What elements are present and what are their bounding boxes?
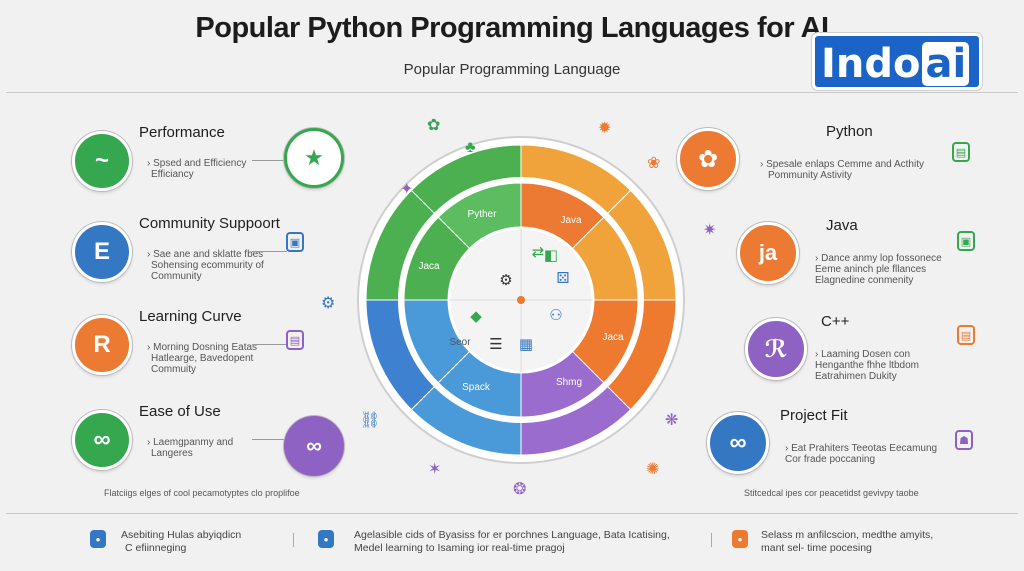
feature-description: Efficiancy — [151, 169, 194, 180]
feature-icon: R — [72, 315, 132, 375]
footer-text: Medel learning to Isaming ior real-time … — [354, 542, 565, 554]
atom-icon: ❋ — [665, 412, 679, 429]
right-foot-note: Stitcedcal ipes cor peacetidst gevivpy t… — [744, 488, 919, 498]
footer-divider — [6, 513, 1018, 514]
feature-description: › Morning Dosning Eatas — [147, 342, 258, 353]
sparkle-icon: ✦ — [400, 181, 414, 198]
footer-text: Asebiting Hulas abyiqdicn — [121, 529, 242, 541]
swap-icon: ⇄ — [532, 244, 545, 261]
feature-description: Community — [151, 271, 202, 282]
hub-label: Seor — [449, 337, 471, 348]
segment-label: Jaca — [602, 332, 624, 343]
feature-description: › Sae ane and sklatte fbes — [147, 249, 264, 260]
feature-description: Eatrahimen Dukity — [815, 371, 897, 382]
page-title: Popular Python Programming Languages for… — [195, 12, 829, 44]
feature-icon: E — [72, 222, 132, 282]
spark-icon: ✺ — [646, 461, 660, 478]
segment-label: Shmg — [556, 377, 582, 388]
feature-title: Project Fit — [780, 407, 848, 424]
chip-icon: ☗ — [955, 430, 973, 450]
segment-label: Java — [560, 215, 582, 226]
footer-text: Selass m anfilcscion, medthe amyits, — [761, 529, 934, 541]
footer-separator — [711, 533, 712, 547]
footer-text: C efiinneging — [125, 542, 187, 554]
footer-icon: ● — [90, 530, 106, 548]
feature-title: Ease of Use — [139, 403, 221, 420]
feature-description: Cor frade poccaning — [785, 454, 876, 465]
segment-label: Spack — [462, 382, 491, 393]
feature-icon: ∞ — [707, 412, 769, 474]
network-icon: ⚙ — [321, 295, 336, 312]
leaf-icon: ◆ — [470, 308, 482, 325]
feature-description: Eeme aninch ple fllances — [815, 264, 927, 275]
feature-description: Pommunity Astivity — [768, 170, 852, 181]
brain-icon: ✿ — [427, 117, 441, 134]
flame-icon: ❀ — [647, 155, 661, 172]
infinity-icon: ∞ — [284, 416, 344, 476]
faces-icon: ⚇ — [549, 307, 562, 324]
feature-description: › Spsed and Efficiency — [147, 158, 247, 169]
logo-badge: ai — [922, 42, 970, 86]
feature-icon: ~ — [72, 131, 132, 191]
grid-icon: ▦ — [519, 336, 533, 353]
cog-icon: ✷ — [703, 222, 717, 239]
footer-separator — [293, 533, 294, 547]
feature-title: Java — [826, 217, 858, 234]
document-icon: ▤ — [952, 142, 970, 162]
chain-icon: ⛓ — [360, 412, 381, 429]
connector-line — [252, 251, 287, 252]
feature-description: Henganthe fhhe ltbdom — [815, 360, 919, 371]
feature-icon: ℛ — [745, 318, 807, 380]
footer-icon: ● — [732, 530, 748, 548]
feature-title: C++ — [821, 313, 850, 330]
segment-label: Jaca — [418, 261, 440, 272]
page-subtitle: Popular Programming Language — [403, 61, 621, 78]
feature-title: Performance — [139, 124, 225, 141]
feature-description: › Laemgpanmy and — [147, 437, 234, 448]
trophy-icon: ★ — [284, 128, 344, 188]
feature-description: Sohensing ecommurity of — [151, 260, 264, 271]
book-icon: ▣ — [957, 231, 975, 251]
feature-title: Python — [826, 123, 873, 140]
feature-icon: ✿ — [677, 128, 739, 190]
feature-description: › Eat Prahiters Teeotas Eecamung — [785, 443, 938, 454]
book-icon: ▣ — [286, 232, 304, 252]
connector-line — [252, 439, 287, 440]
globe-icon: ❂ — [513, 481, 527, 498]
header-divider — [6, 92, 1018, 93]
left-foot-note: Flatciigs elges of cool pecamotyptes clo… — [104, 488, 300, 498]
footer-text: mant sel- time pocesing — [761, 542, 872, 554]
feature-description: Elagnedine conmenity — [815, 275, 914, 286]
box-icon: ◧ — [544, 247, 558, 264]
feature-icon: ∞ — [72, 410, 132, 470]
wheel-ring — [398, 177, 644, 423]
wheel-center-dot — [517, 296, 525, 304]
doc-icon: ▤ — [286, 330, 304, 350]
footer-icon: ● — [318, 530, 334, 548]
feature-title: Learning Curve — [139, 308, 242, 325]
feature-description: › Spesale enlaps Cemme and Acthity — [760, 159, 924, 170]
stack-icon: ☰ — [489, 336, 502, 353]
feature-description: › Laaming Dosen con — [815, 349, 911, 360]
gear-icon: ✹ — [598, 120, 612, 137]
feature-description: Langeres — [151, 448, 193, 459]
leaf-icon: ♣ — [465, 139, 476, 156]
connector-line — [252, 160, 287, 161]
connector-line — [252, 344, 287, 345]
file-icon: ▤ — [957, 325, 975, 345]
feature-description: Hatlearge, Bavedopent — [151, 353, 254, 364]
feature-description: › Dance anmy lop fossonece — [815, 253, 942, 264]
feature-title: Community Suppoort — [139, 215, 280, 232]
feature-icon: ja — [737, 222, 799, 284]
segment-label: Pyther — [468, 209, 498, 220]
logo-text: Indo — [821, 41, 921, 87]
dice-icon: ⚄ — [556, 270, 569, 287]
footer-text: Agelasible cids of Byasiss for er porchn… — [354, 529, 670, 541]
star-icon: ✶ — [428, 461, 442, 478]
pot-icon: ⚙ — [499, 272, 512, 289]
feature-description: Commuity — [151, 364, 197, 375]
